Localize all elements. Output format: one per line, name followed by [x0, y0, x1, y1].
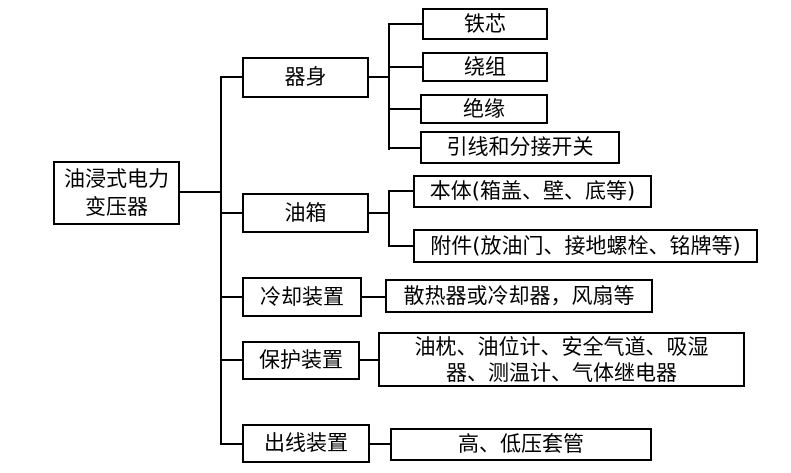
connector-root-to-trunk	[180, 191, 222, 193]
connector-protection-to-components	[360, 359, 378, 361]
connector-trunk-to-oil-tank	[222, 212, 242, 214]
node-iron-core-label: 铁芯	[464, 11, 506, 36]
bracket-body-children	[388, 23, 390, 150]
node-insulation-label: 绝缘	[463, 96, 505, 121]
node-outlet-device-label: 出线装置	[264, 431, 348, 455]
connector-bracket-to-winding	[390, 66, 422, 68]
node-protection-components-line1: 油枕、油位计、安全气道、吸湿	[414, 334, 709, 359]
connector-trunk-to-body	[222, 76, 242, 78]
node-protection-device: 保护装置	[242, 341, 360, 380]
node-root-line2: 变压器	[85, 195, 148, 219]
trunk-line	[220, 76, 222, 445]
node-oil-tank-label: 油箱	[284, 200, 327, 225]
node-protection-components: 油枕、油位计、安全气道、吸湿 器、测温计、气体继电器	[378, 332, 745, 387]
node-tank-accessories: 附件(放油门、接地螺栓、铭牌等)	[413, 229, 758, 263]
connector-bracket-to-iron-core	[390, 23, 422, 25]
connector-body-to-bracket	[369, 76, 388, 78]
node-bushings: 高、低压套管	[390, 428, 652, 461]
node-bushings-label: 高、低压套管	[458, 432, 584, 456]
node-body: 器身	[242, 57, 369, 98]
connector-trunk-to-cooling	[222, 296, 242, 298]
node-winding-label: 绕组	[464, 54, 506, 79]
node-protection-components-line2: 器、测温计、气体继电器	[446, 360, 677, 385]
node-root-line1: 油浸式电力	[64, 167, 169, 191]
connector-bracket-to-tank-body	[390, 190, 413, 192]
node-oil-tank: 油箱	[242, 193, 369, 233]
node-tank-body-label: 本体(箱盖、壁、底等)	[429, 179, 636, 203]
connector-trunk-to-protection	[222, 359, 242, 361]
node-protection-device-label: 保护装置	[259, 348, 343, 372]
node-radiator-fan-label: 散热器或冷却器，风扇等	[403, 283, 635, 308]
node-winding: 绕组	[422, 52, 548, 82]
node-root-transformer: 油浸式电力 变压器	[53, 161, 180, 225]
node-tank-accessories-label: 附件(放油门、接地螺栓、铭牌等)	[430, 233, 741, 258]
node-leads-tap-changer-label: 引线和分接开关	[446, 135, 594, 159]
node-tank-body: 本体(箱盖、壁、底等)	[413, 175, 652, 208]
connector-bracket-to-insulation	[390, 108, 420, 110]
bracket-oil-tank-children	[388, 190, 390, 247]
connector-bracket-to-leads	[390, 147, 420, 149]
node-cooling-device-label: 冷却装置	[260, 284, 344, 309]
node-cooling-device: 冷却装置	[242, 277, 362, 317]
connector-outlet-to-bushings	[370, 443, 390, 445]
node-leads-tap-changer: 引线和分接开关	[420, 131, 620, 164]
connector-trunk-to-outlet	[222, 443, 242, 445]
connector-oil-tank-to-bracket	[369, 212, 388, 214]
connector-cooling-to-radiator	[362, 296, 385, 298]
node-radiator-fan: 散热器或冷却器，风扇等	[385, 279, 653, 313]
node-insulation: 绝缘	[420, 94, 548, 124]
connector-bracket-to-accessories	[390, 245, 413, 247]
node-outlet-device: 出线装置	[242, 424, 370, 463]
node-iron-core: 铁芯	[422, 8, 548, 40]
node-body-label: 器身	[284, 65, 327, 89]
